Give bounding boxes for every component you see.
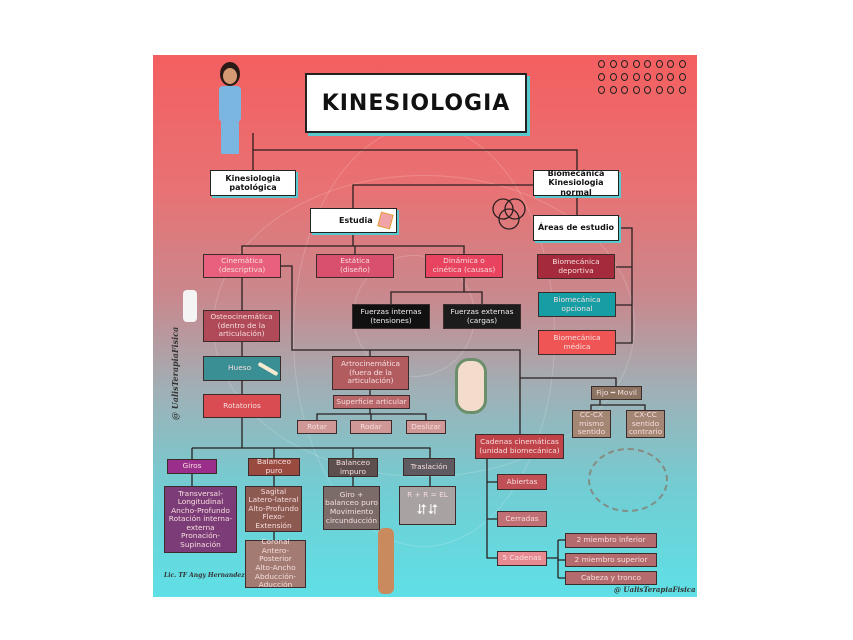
miembro-superior-box: 2 miembro superior [565, 553, 657, 567]
hueso-box: Hueso [203, 356, 281, 381]
estatica-box: Estática (diseño) [316, 254, 394, 278]
coronal-box: Coronal Antero- Posterior Alto-Ancho Abd… [245, 538, 306, 589]
cinematica-box: Cinemática (descriptiva) [203, 254, 281, 278]
sagital-box: Sagital Latero-lateral Alto-Profundo Fle… [245, 486, 302, 532]
estudia-label: Estudia [339, 215, 373, 225]
author-credit: Lic. TF Angy Hernandez [164, 572, 245, 579]
estudia-box: Estudia [310, 208, 397, 233]
giros-box: Giros [167, 459, 217, 474]
artrocinematica-box: Artrocinemática (fuera de la articulació… [332, 356, 409, 390]
traslacion-detail-box: R + R = EL ⮃⮃ [399, 486, 456, 525]
biomecanica-medica-box: Biomecánica médica [538, 330, 616, 355]
biomecanica-opcional-box: Biomecánica opcional [538, 292, 616, 317]
balanceo-puro-box: Balanceo puro [248, 458, 300, 476]
page-title: KINESIOLOGIA [305, 73, 527, 133]
dancers-illustration [588, 448, 668, 512]
fuerzas-externas-box: Fuerzas externas (cargas) [443, 304, 521, 329]
fijo-movil-box: Fijo ━ Movil [591, 386, 642, 400]
bone-icon [257, 361, 279, 376]
biomecanica-box: Biomecánica Kinesiologia normal [533, 169, 619, 197]
abiertas-box: Abiertas [497, 474, 547, 490]
cx-cc-box: CX-CC sentido contrario [626, 410, 665, 438]
wooden-mannequin-illustration [378, 528, 394, 594]
hueso-label: Hueso [228, 363, 252, 373]
miembro-inferior-box: 2 miembro inferior [565, 533, 657, 548]
cerradas-box: Cerradas [497, 511, 547, 527]
cabeza-tronco-box: Cabeza y tronco [565, 571, 657, 585]
avatar-illustration [210, 62, 250, 162]
dinamica-box: Dinámica o cinética (causas) [425, 254, 503, 278]
cinco-cadenas-box: 5 Cadenas [497, 551, 547, 566]
cadenas-cinematicas-box: Cadenas cinemáticas (unidad biomecánica) [475, 434, 564, 459]
watermark-right: @ UalisTerapiaFisica [614, 585, 696, 594]
fuerzas-internas-box: Fuerzas internas (tensiones) [352, 304, 430, 329]
biomecanica-deportiva-box: Biomecánica deportiva [537, 254, 615, 279]
areas-de-estudio-box: Áreas de estudio [533, 215, 619, 241]
joint-illustration [455, 358, 487, 414]
decorative-dots [598, 60, 690, 94]
balanceo-impuro-detail-box: Giro + balanceo puro Movimiento circundu… [323, 486, 380, 530]
balanceo-impuro-box: Balanceo impuro [328, 458, 378, 477]
book-icon [376, 211, 394, 230]
rotatorios-box: Rotatorios [203, 394, 281, 418]
traslacion-box: Traslación [403, 458, 455, 476]
cc-cx-box: CC-CX mismo sentido [572, 410, 611, 438]
superficie-articular-box: Superficie articular [333, 395, 410, 409]
traslacion-formula: R + R = EL [407, 490, 448, 499]
deslizar-box: Deslizar [406, 420, 446, 434]
rotar-box: Rotar [297, 420, 337, 434]
knee-joint-icon [183, 290, 197, 322]
giros-detail-box: Transversal- Longitudinal Ancho-Profundo… [164, 486, 237, 553]
kinesiologia-patologica-box: Kinesiologia patológica [210, 170, 296, 196]
watermark-left: @ UalisTerapiaFisica [170, 326, 180, 420]
arrows-icon: ⮃⮃ [416, 501, 439, 518]
rodar-box: Rodar [350, 420, 392, 434]
osteocinematica-box: Osteocinemática (dentro de la articulaci… [203, 310, 280, 342]
